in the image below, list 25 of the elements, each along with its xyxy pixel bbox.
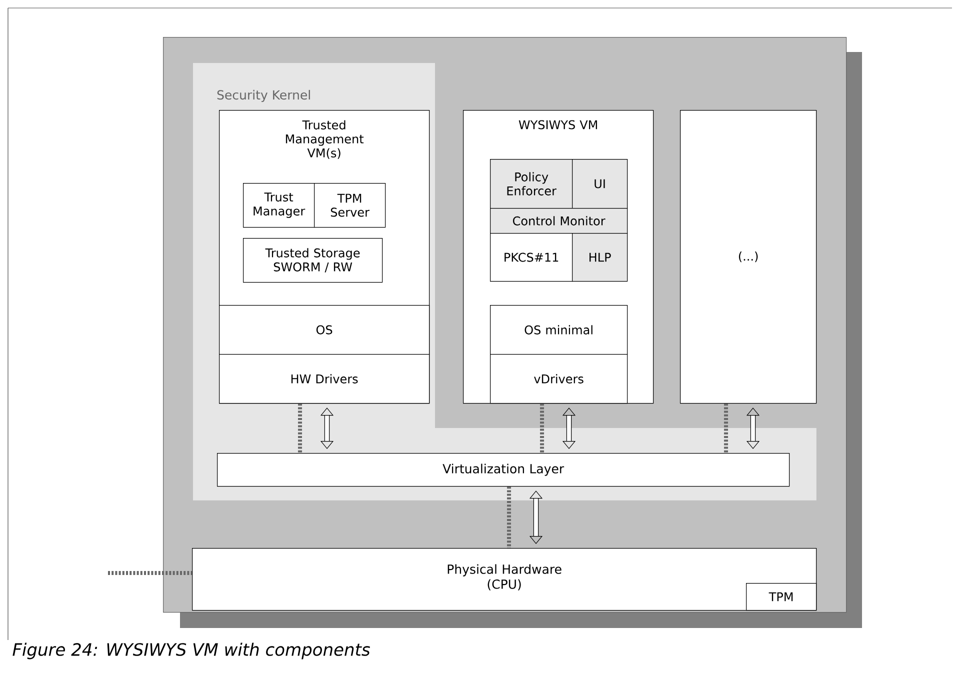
component-box: Trust Manager — [243, 183, 315, 228]
layer-box: OS minimal — [490, 305, 628, 355]
arrow — [746, 408, 760, 449]
dotted-connector — [298, 404, 302, 453]
component-box: HLP — [572, 233, 628, 282]
component-box: UI — [572, 159, 628, 209]
vm-box: (...) — [680, 110, 817, 404]
component-box: Policy Enforcer — [490, 159, 573, 209]
arrow — [529, 490, 543, 544]
layer-box: HW Drivers — [219, 354, 430, 404]
dotted-connector — [108, 571, 192, 575]
component-box: TPM Server — [314, 183, 386, 228]
component-box: Trusted Storage SWORM / RW — [243, 238, 383, 283]
layer-box: vDrivers — [490, 354, 628, 404]
component-box: PKCS#11 — [490, 233, 573, 282]
arrow — [562, 408, 576, 449]
layer-box: OS — [219, 305, 430, 355]
component-box: Control Monitor — [490, 208, 628, 234]
component-box: TPM — [746, 583, 817, 611]
caption: Figure 24: WYSIWYS VM with components — [12, 642, 370, 660]
layer-box: Virtualization Layer — [217, 453, 790, 487]
dotted-connector — [507, 486, 511, 548]
dotted-connector — [540, 404, 544, 453]
arrow — [320, 408, 334, 449]
dotted-connector — [724, 404, 728, 453]
